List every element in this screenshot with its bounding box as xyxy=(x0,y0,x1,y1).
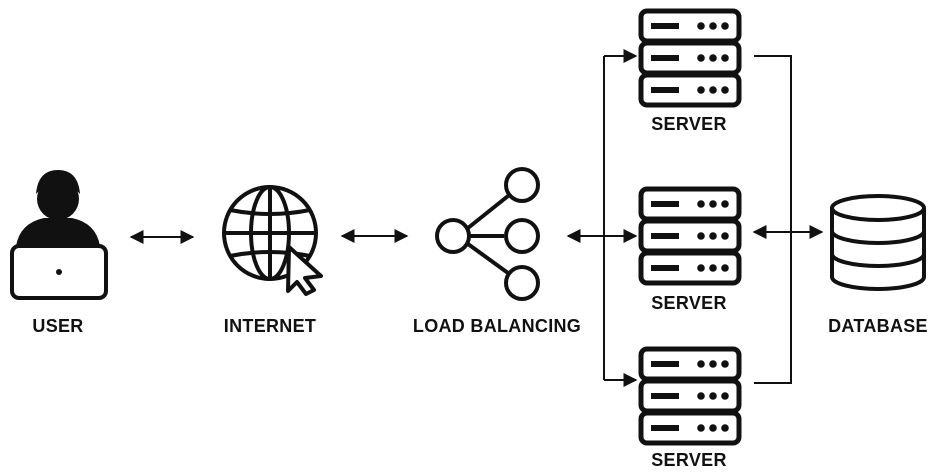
server-top-label: SERVER xyxy=(651,114,727,134)
user-label: USER xyxy=(32,316,84,336)
database-icon xyxy=(830,194,926,291)
user-laptop-icon xyxy=(10,170,108,300)
connectors xyxy=(129,49,824,387)
load-balancing-label: LOAD BALANCING xyxy=(412,316,582,336)
share-nodes-icon xyxy=(435,167,540,301)
server-bottom-icon xyxy=(641,349,739,443)
server-top-icon xyxy=(641,11,739,105)
database-label: DATABASE xyxy=(828,316,928,336)
server-middle-icon xyxy=(641,189,739,283)
server-middle-label: SERVER xyxy=(651,293,727,313)
branch-right xyxy=(754,55,792,384)
server-bottom-label: SERVER xyxy=(651,450,727,470)
globe-cursor-icon xyxy=(222,185,323,296)
internet-label: INTERNET xyxy=(223,316,317,336)
